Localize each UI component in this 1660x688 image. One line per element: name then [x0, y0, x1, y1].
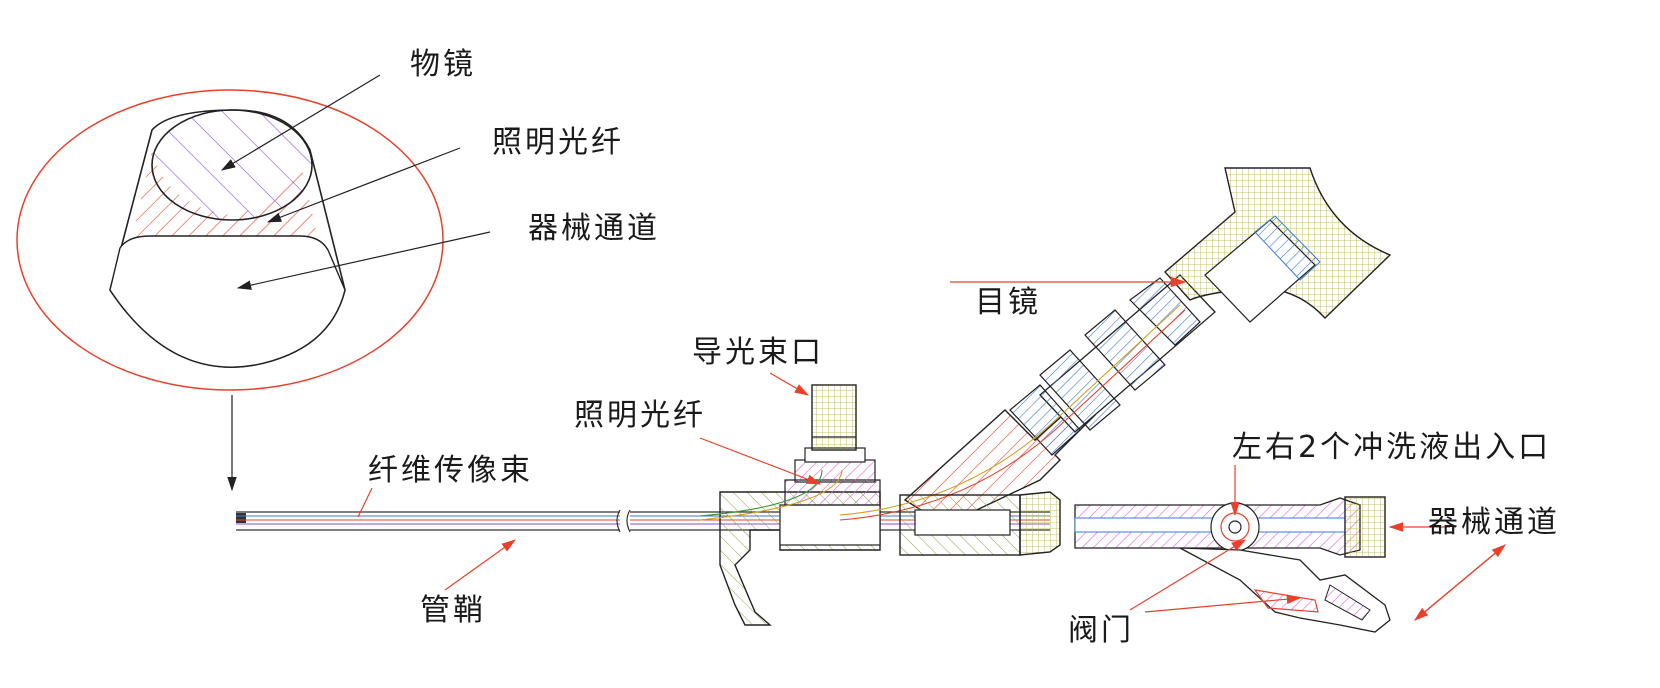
leader-valve-2: [1144, 594, 1302, 613]
objective-lens: [151, 109, 313, 221]
coupling-nut: [899, 491, 1061, 556]
instrument-channel-assembly: [1074, 465, 1506, 633]
label-fiber-image-bundle: 纤维传像束: [368, 453, 533, 488]
light-guide-post: [811, 384, 857, 451]
leader-objective: [220, 74, 381, 171]
label-sheath: 管鞘: [420, 593, 486, 628]
light-guide-assembly: [699, 372, 881, 626]
leader-illum-inset: [266, 147, 461, 223]
label-light-guide-port: 导光束口: [692, 335, 824, 370]
tip-inset: [16, 74, 491, 492]
leader-channel-inset: [236, 231, 491, 290]
label-valve: 阀门: [1068, 613, 1134, 648]
tip-end: [236, 513, 246, 523]
eyepiece-arm: [839, 167, 1392, 526]
label-instrument-channel-inset: 器械通道: [528, 211, 660, 246]
leader-light-guide-port: [769, 372, 810, 396]
label-illum-fiber: 照明光纤: [574, 398, 706, 433]
label-flush-ports: 左右2个冲洗液出入口: [1232, 430, 1551, 465]
leader-illum-fiber: [699, 437, 822, 485]
label-objective-lens: 物镜: [410, 47, 476, 82]
instrument-channel-shape: [109, 235, 346, 368]
label-illum-fiber-inset: 照明光纤: [492, 125, 624, 160]
label-instrument-channel: 器械通道: [1428, 505, 1560, 540]
leader-sheath: [444, 539, 516, 591]
leader-valve-1: [1129, 539, 1247, 611]
valve-branch: [1179, 547, 1391, 633]
leader-fiber-bundle: [357, 487, 373, 518]
channel-cap: [1344, 496, 1386, 558]
inset-circle: [16, 89, 444, 391]
label-eyepiece: 目镜: [975, 285, 1041, 320]
